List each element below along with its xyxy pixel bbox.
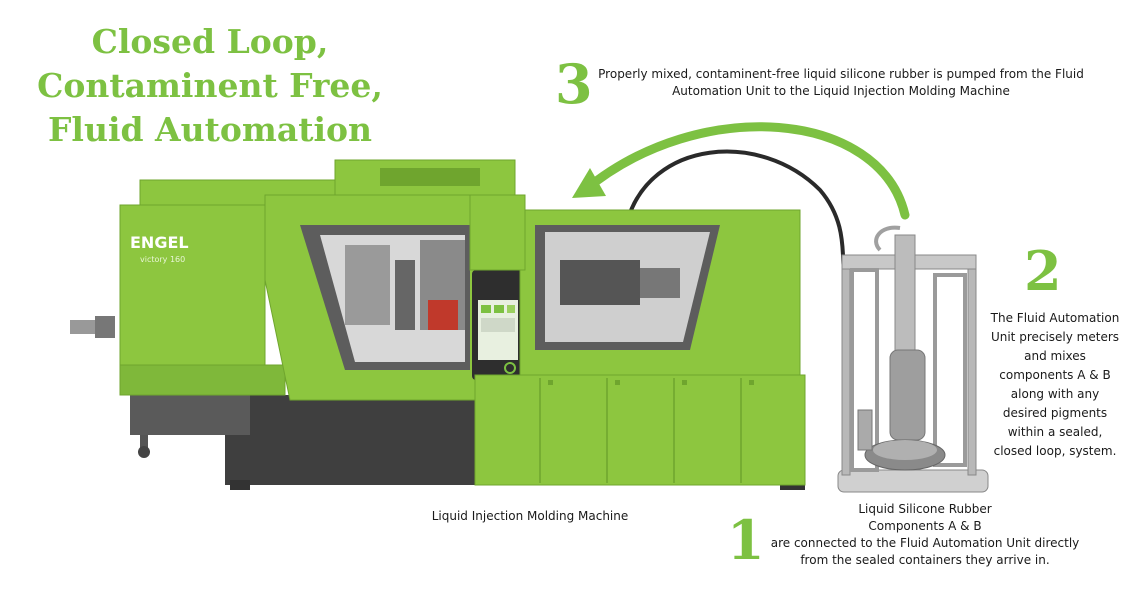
injection-molding-machine: ENGEL victory 160 (70, 159, 806, 490)
fluid-automation-unit (837, 225, 989, 493)
headline: Closed Loop, Contaminent Free, Fluid Aut… (30, 20, 390, 152)
step-1-line: from the sealed containers they arrive i… (800, 553, 1050, 567)
step-1-line: Liquid Silicone Rubber (858, 502, 992, 516)
machine-caption: Liquid Injection Molding Machine (431, 509, 629, 523)
step-2-line: Unit precisely meters (990, 330, 1120, 344)
step-1-number: 1 (727, 508, 765, 572)
step-2-line: desired pigments (1002, 406, 1108, 420)
step-3-line: Automation Unit to the Liquid Injection … (672, 84, 1010, 98)
headline-line: Fluid Automation (48, 110, 372, 149)
step-2-line: along with any (1010, 387, 1100, 401)
step-3-description: Properly mixed, contaminent-free liquid … (596, 66, 1086, 100)
step-2-line: The Fluid Automation (990, 311, 1120, 325)
step-2-number: 2 (1024, 239, 1062, 303)
headline-line: Contaminent Free, (37, 66, 383, 105)
step-3-line: Properly mixed, contaminent-free liquid … (598, 67, 1084, 81)
step-1-line: Components A & B (868, 519, 982, 533)
step-2-line: and mixes (1024, 349, 1086, 363)
step-2-line: components A & B (999, 368, 1111, 382)
step-1-line: are connected to the Fluid Automation Un… (770, 536, 1080, 550)
step-2-description: The Fluid Automation Unit precisely mete… (980, 309, 1130, 461)
transfer-arrow (580, 122, 910, 220)
step-2-line: within a sealed, (1007, 425, 1103, 439)
machine-model: victory 160 (140, 255, 185, 264)
step-1-description: Liquid Silicone Rubber Components A & B … (765, 501, 1085, 569)
transfer-arrow-head (572, 168, 606, 198)
transfer-hose (625, 149, 847, 273)
machine-brand: ENGEL (130, 233, 189, 252)
step-3-number: 3 (555, 52, 593, 116)
step-2-line: closed loop, system. (993, 444, 1117, 458)
headline-line: Closed Loop, (91, 22, 329, 61)
